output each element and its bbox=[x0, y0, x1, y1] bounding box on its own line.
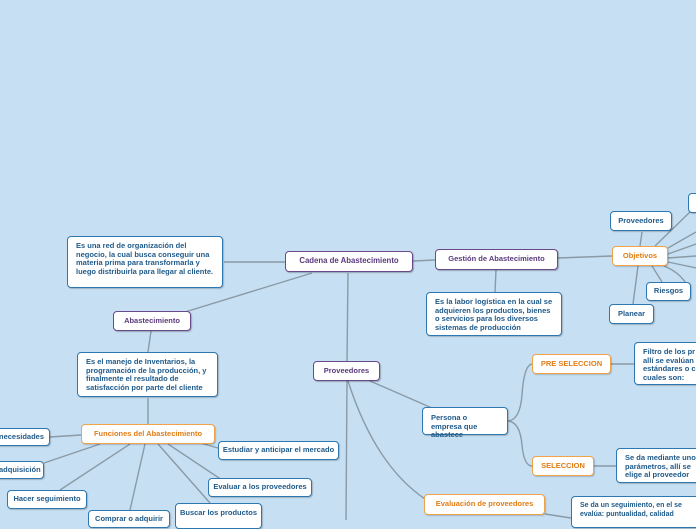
link-persona-pre bbox=[507, 363, 533, 422]
node-pre-seleccion[interactable]: PRE SELECCION bbox=[532, 354, 611, 374]
link-fun-buscar bbox=[157, 443, 211, 504]
node-objetivo-proveedores[interactable]: Proveedores bbox=[610, 211, 672, 231]
node-seleccion[interactable]: SELECCION bbox=[532, 456, 594, 476]
link-fun-necesidades bbox=[49, 434, 82, 438]
link-prov-persona bbox=[369, 380, 433, 409]
node-cadena-abastecimiento[interactable]: Cadena de Abastecimiento bbox=[285, 251, 413, 272]
node-buscar-productos[interactable]: Buscar los productos bbox=[175, 503, 262, 529]
node-seleccion-definicion[interactable]: Se da mediante uno parámetros, allí se e… bbox=[616, 448, 696, 483]
link-gestion-objetivos bbox=[557, 255, 613, 259]
link-obj-proveedores bbox=[639, 231, 643, 247]
link-obj-riesgos bbox=[651, 265, 663, 283]
link-cadena-gestion bbox=[412, 259, 436, 262]
link-fun-adquisicion bbox=[43, 443, 101, 464]
node-adquisicion[interactable]: adquisición bbox=[0, 461, 44, 479]
link-obj-r1 bbox=[654, 211, 691, 247]
link-obj-planear bbox=[632, 265, 639, 305]
node-objetivos[interactable]: Objetivos bbox=[612, 246, 668, 266]
node-comprar-adquirir[interactable]: Comprar o adquirir bbox=[88, 510, 170, 528]
node-gestion-definicion[interactable]: Es la labor logística en la cual se adqu… bbox=[426, 292, 562, 336]
node-pre-seleccion-definicion[interactable]: Filtro de los pr allí se evalúan estánda… bbox=[634, 342, 696, 385]
link-eval-def bbox=[544, 513, 572, 519]
link-obj-r3 bbox=[667, 243, 696, 255]
link-fun-comprar bbox=[129, 443, 146, 511]
link-cadena-proveedores bbox=[346, 272, 349, 363]
node-gestion-abastecimiento[interactable]: Gestión de Abastecimiento bbox=[435, 249, 558, 270]
link-prov-evaluacion bbox=[347, 380, 426, 500]
node-cadena-definicion[interactable]: Es una red de organización del negocio, … bbox=[67, 236, 223, 288]
link-fun-evaluar bbox=[167, 443, 226, 483]
node-funciones-abastecimiento[interactable]: Funciones del Abastecimiento bbox=[81, 424, 215, 444]
link-abast-def bbox=[147, 330, 152, 353]
node-abastecimiento[interactable]: Abastecimiento bbox=[113, 311, 191, 331]
link-proveedores-down bbox=[345, 380, 348, 520]
node-persona-empresa[interactable]: Persona o empresa que abastece bbox=[422, 407, 508, 439]
link-persona-sel bbox=[507, 420, 533, 467]
node-proveedores[interactable]: Proveedores bbox=[313, 361, 380, 381]
node-objetivo-riesgos[interactable]: Riesgos bbox=[646, 282, 691, 301]
link-obj-r5 bbox=[667, 261, 696, 269]
node-evaluacion-definicion[interactable]: Se da un seguimiento, en el se evalúa: p… bbox=[571, 496, 696, 528]
node-objetivo-extra[interactable] bbox=[688, 193, 696, 213]
node-evaluacion-proveedores[interactable]: Evaluación de proveedores bbox=[424, 494, 545, 515]
link-fun-seguimiento bbox=[59, 443, 131, 491]
node-necesidades[interactable]: necesidades bbox=[0, 428, 50, 446]
link-obj-r2 bbox=[667, 231, 696, 249]
node-objetivo-planear[interactable]: Planear bbox=[609, 304, 654, 324]
node-evaluar-proveedores[interactable]: Evaluar a los proveedores bbox=[208, 478, 312, 497]
node-hacer-seguimiento[interactable]: Hacer seguimiento bbox=[7, 490, 87, 509]
link-gestion-def bbox=[494, 269, 497, 293]
node-estudiar-mercado[interactable]: Estudiar y anticipar el mercado bbox=[218, 441, 339, 460]
node-abastecimiento-definicion[interactable]: Es el manejo de Inventarios, la programa… bbox=[77, 352, 218, 397]
link-obj-r4 bbox=[667, 255, 696, 259]
link-cadena-abastecimiento bbox=[184, 272, 313, 313]
